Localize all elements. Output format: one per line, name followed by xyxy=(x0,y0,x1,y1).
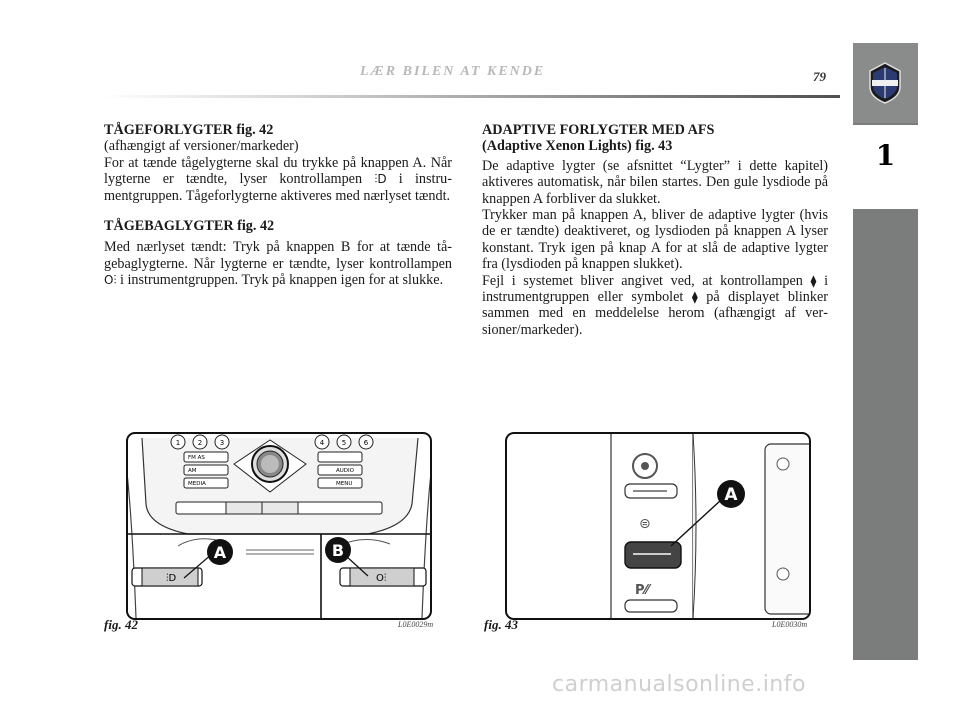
rear-fog-lamp-icon: O⫶ xyxy=(376,573,386,584)
dashboard-controls-drawing: 1 2 3 4 5 6 FM AS AM MEDIA AUDIO MENU xyxy=(128,434,430,618)
left-column: TÅGEFORLYGTER fig. 42 (afhængigt af vers… xyxy=(104,122,452,289)
logo-panel xyxy=(853,43,918,123)
headlight-leveling-icon: ⊜ xyxy=(639,516,651,532)
figure-43-code: L0E0030m xyxy=(772,620,808,629)
button-label: FM AS xyxy=(188,455,205,461)
chapter-number: 1 xyxy=(875,139,896,172)
afs-paragraph-3: Fejl i systemet bliver angivet ved, at k… xyxy=(482,273,828,339)
front-fog-button-inset: ⫶D A xyxy=(131,538,233,587)
parking-sensor-icon: P⁄⁄ xyxy=(635,583,652,598)
callout-label-b: B xyxy=(332,541,344,560)
callout-label-a: A xyxy=(214,543,227,562)
button-label: AM xyxy=(188,468,197,474)
rear-fog-paragraph: Med nærlyset tændt: Tryk på knappen B fo… xyxy=(104,239,452,288)
watermark: carmanualsonline.info xyxy=(552,672,806,697)
text-run: For at tænde tågelygterne skal du trykke… xyxy=(104,154,452,188)
running-header-title: LÆR BILEN AT KENDE xyxy=(360,64,546,79)
rear-fog-button-inset: O⫶ B xyxy=(325,537,427,587)
text-run: Med nærlyset tændt: Tryk på knappen B fo… xyxy=(104,239,452,272)
section-title-rear-fog: TÅGEBAGLYGTER fig. 42 xyxy=(104,218,275,235)
button-label: AUDIO xyxy=(336,468,355,474)
key-label: 2 xyxy=(198,439,202,447)
afs-warning-icon: ⧫ xyxy=(691,290,698,305)
section-title-afs-line2: (Adaptive Xenon Lights) fig. 43 xyxy=(482,138,673,155)
figure-42-illustration: 1 2 3 4 5 6 FM AS AM MEDIA AUDIO MENU xyxy=(126,432,432,620)
callout-label-a: A xyxy=(724,485,738,505)
front-fog-paragraph: For at tænde tågelygterne skal du trykke… xyxy=(104,155,452,204)
lancia-logo-icon xyxy=(869,62,901,104)
right-column: ADAPTIVE FORLYGTER MED AFS (Adaptive Xen… xyxy=(482,122,828,338)
section-title-front-fog: TÅGEFORLYGTER fig. 42 xyxy=(104,122,274,138)
rear-fog-lamp-icon: O⫶ xyxy=(104,273,117,288)
figure-43-illustration: ⊜ P⁄⁄ A xyxy=(505,432,811,620)
afs-warning-icon: ⧫ xyxy=(810,273,817,288)
key-label: 5 xyxy=(342,439,346,447)
key-label: 4 xyxy=(320,439,325,447)
text-run: i instrumentgruppen. Tryk på knappen ige… xyxy=(120,272,444,289)
front-fog-lamp-icon: ⫶D xyxy=(166,573,177,584)
key-label: 6 xyxy=(364,439,369,447)
text-run: i instru­mentgruppen. Tågeforlygterne ak… xyxy=(104,171,452,204)
figure-42-caption: fig. 42 xyxy=(104,617,138,632)
button-label: MENU xyxy=(336,481,352,487)
section-title-afs: ADAPTIVE FORLYGTER MED AFS xyxy=(482,122,715,138)
text-run: i instrumentgruppen eller symbolet xyxy=(482,272,829,306)
figure-43-caption: fig. 43 xyxy=(484,617,518,632)
header-rule xyxy=(100,95,840,98)
figure-42-code: L0E0029m xyxy=(398,620,434,629)
page-number: 79 xyxy=(813,69,826,84)
chapter-sidebar: 1 xyxy=(853,43,918,660)
front-fog-lamp-icon: ⫶D xyxy=(374,172,387,187)
key-label: 3 xyxy=(220,439,224,447)
rotary-knob xyxy=(233,439,307,493)
radio-number-keys: 1 2 3 4 5 6 xyxy=(170,434,374,450)
section-subtitle: (afhængigt af versioner/markeder) xyxy=(104,138,299,155)
afs-paragraph-1: De adaptive lygter (se afsnittet “Lygter… xyxy=(482,157,828,207)
steering-assist-icon xyxy=(632,453,658,479)
afs-button-drawing: ⊜ P⁄⁄ A xyxy=(610,434,809,618)
chapter-tab xyxy=(853,125,918,209)
key-label: 1 xyxy=(176,439,180,447)
afs-paragraph-2: Trykker man på knappen A, bliver de adap… xyxy=(482,207,828,273)
text-run: Fejl i systemet bliver angivet ved, at k… xyxy=(482,272,803,289)
button-label: MEDIA xyxy=(188,481,206,487)
radio-function-buttons: FM AS AM MEDIA AUDIO MENU xyxy=(183,451,363,489)
text-run: på displayet blin­ker sammen med en medd… xyxy=(482,289,829,338)
